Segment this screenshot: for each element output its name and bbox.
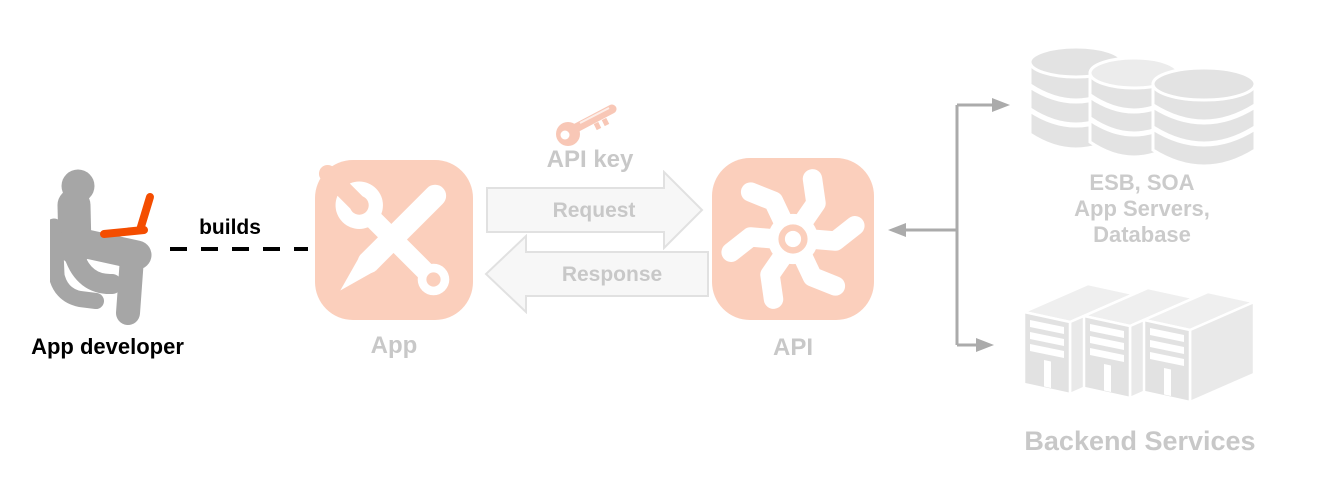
key-icon [556, 104, 617, 146]
response-arrow [484, 234, 709, 314]
esb-line-1: ESB, SOA [1089, 170, 1195, 195]
seated-developer-laptop-icon [50, 169, 154, 325]
app-icon-tile [315, 160, 473, 320]
wrench-and-pencil-icon [318, 164, 450, 296]
builds-label: builds [199, 216, 261, 239]
esb-soa-label: ESB, SOA App Servers, Database [1042, 170, 1242, 248]
arrowhead-to-api [888, 223, 906, 237]
database-stack-icon [1028, 45, 1257, 168]
api-icon-tile [712, 158, 874, 320]
backend-services-label: Backend Services [1024, 426, 1256, 456]
app-developer-label: App developer [31, 334, 184, 359]
api-label: API [772, 334, 813, 361]
backend-connector-lines [888, 98, 1010, 352]
esb-line-3: Database [1093, 222, 1191, 247]
response-label: Response [561, 263, 663, 286]
app-label: App [370, 332, 418, 359]
pinwheel-gear-icon [721, 169, 865, 309]
api-key-label: API key [546, 146, 634, 173]
arrowhead-to-database [992, 98, 1010, 112]
request-arrow [486, 170, 704, 250]
request-label: Request [552, 199, 636, 222]
server-towers-icon [1022, 282, 1256, 404]
esb-line-2: App Servers, [1074, 196, 1210, 221]
builds-dashed-line [170, 247, 308, 251]
arrowhead-to-servers [976, 338, 994, 352]
